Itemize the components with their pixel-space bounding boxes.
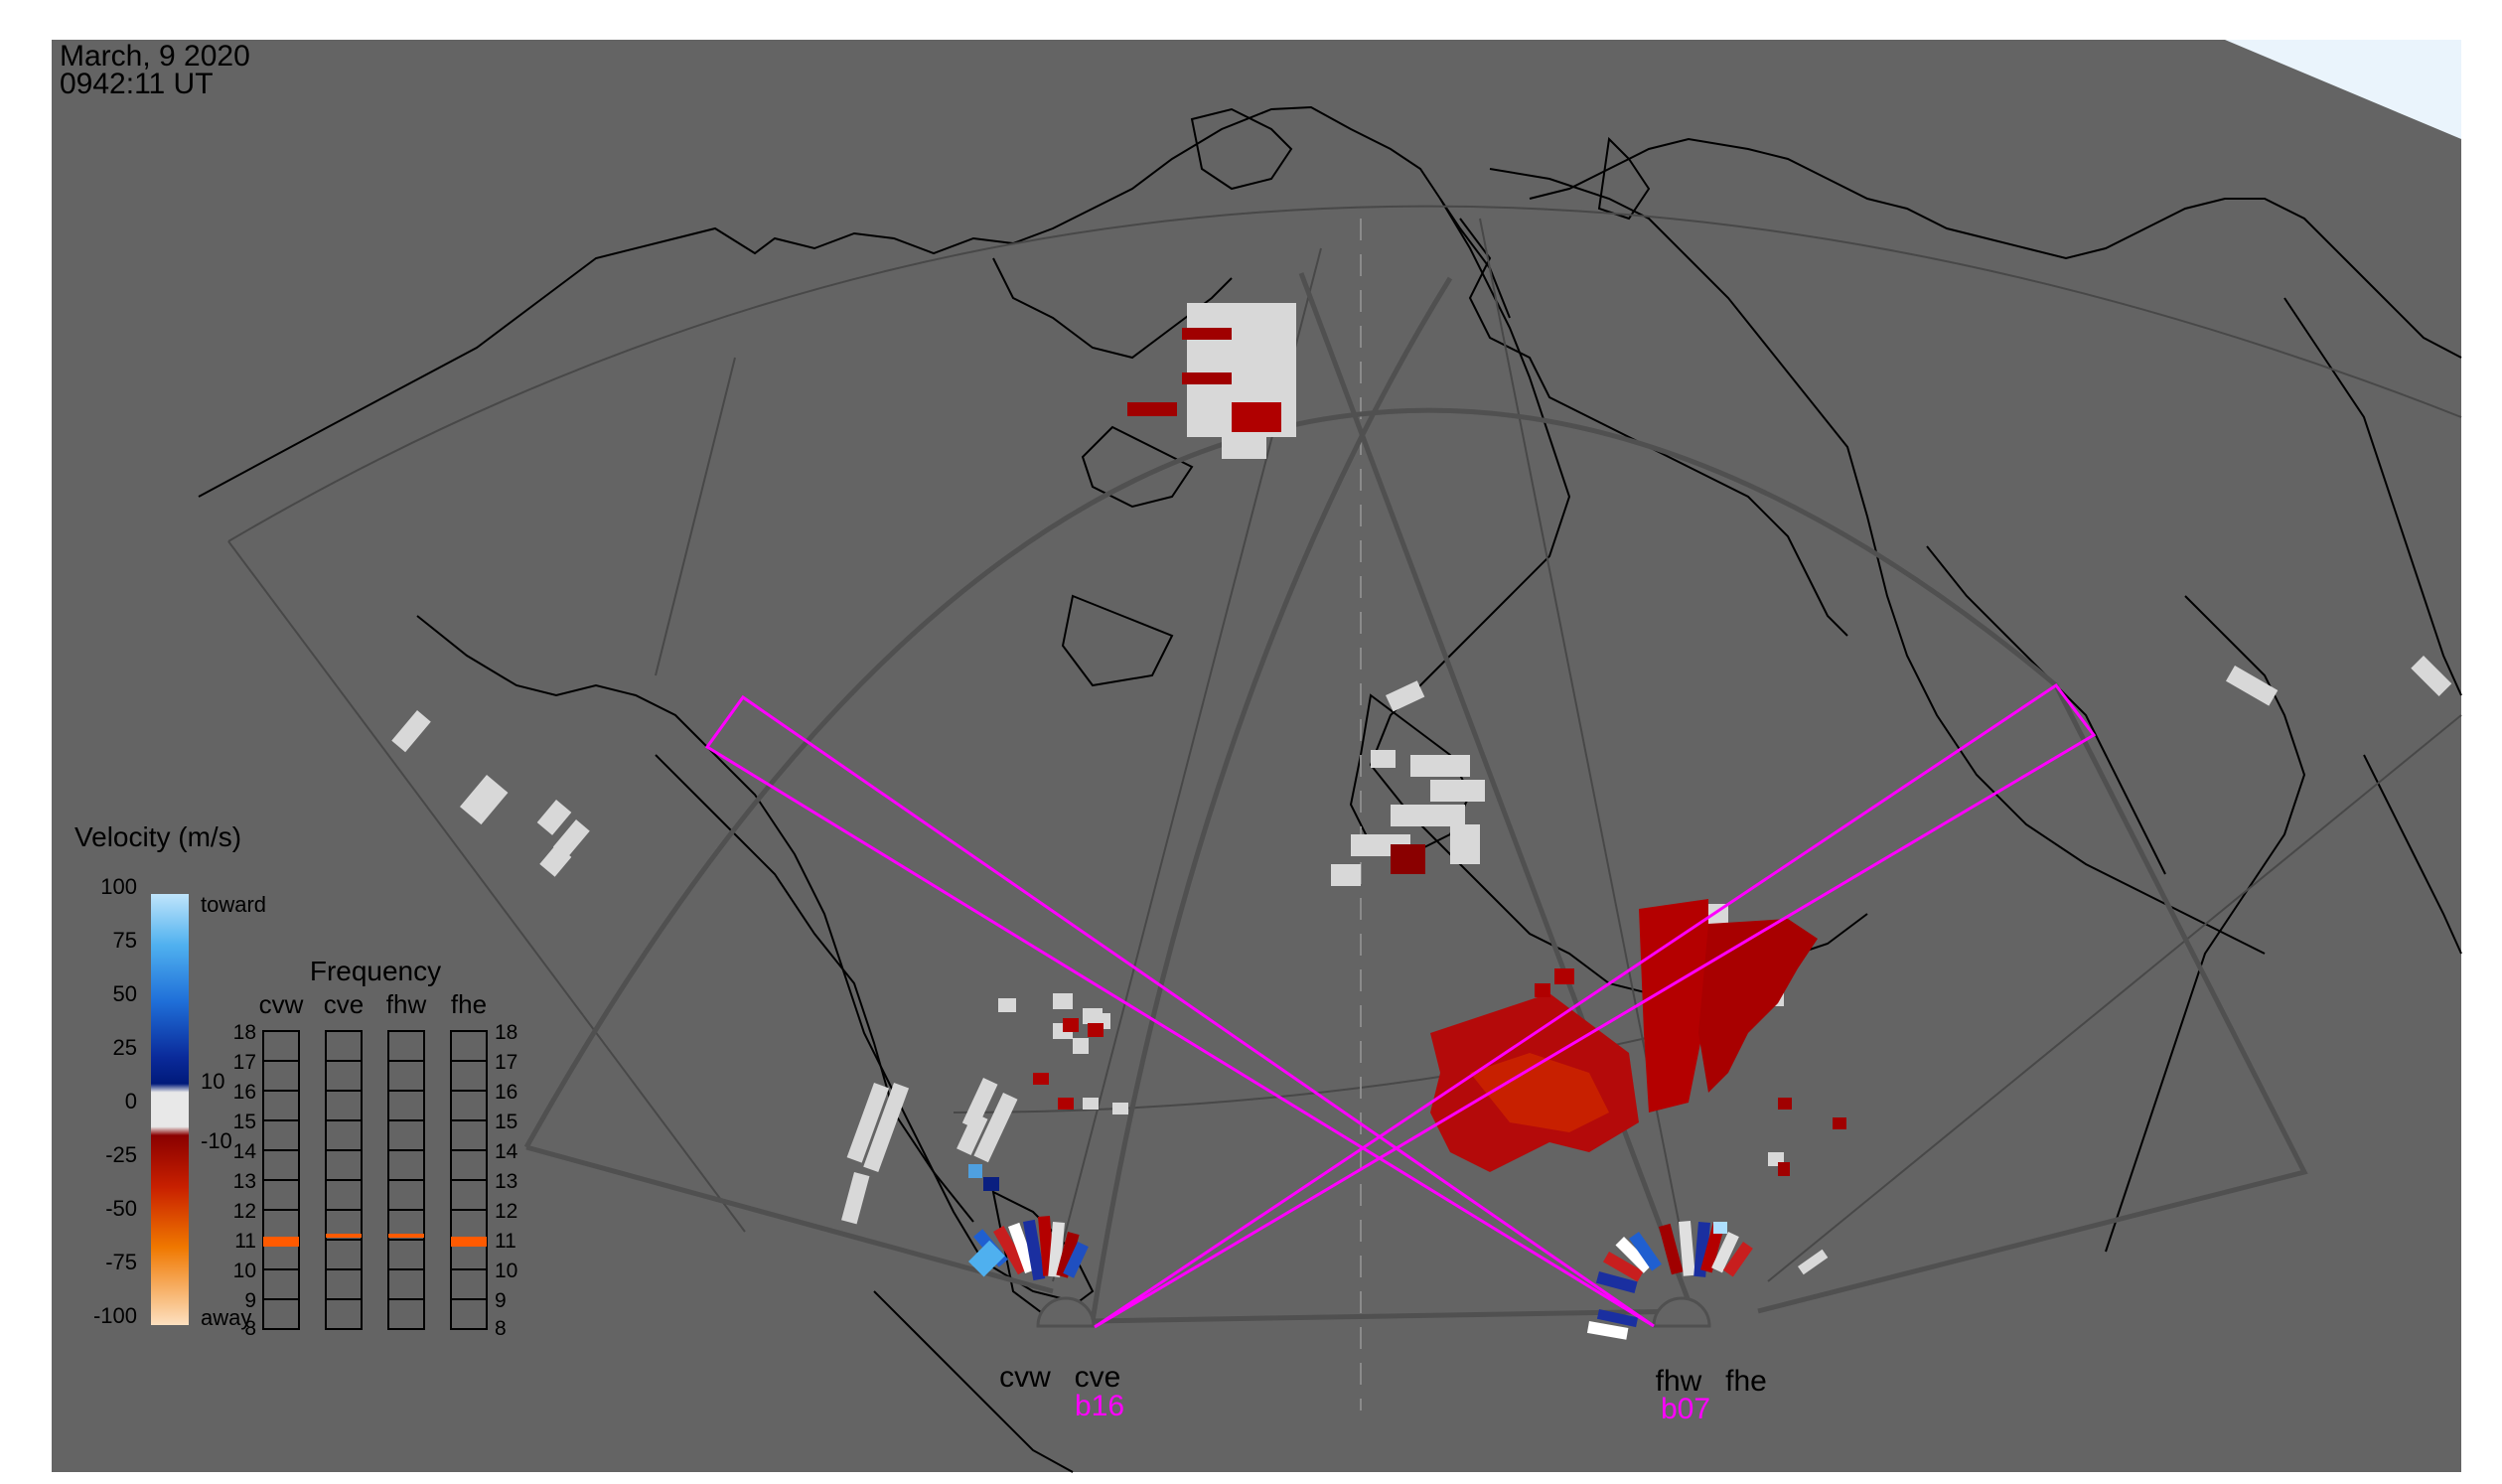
freq-radar-cvw: cvw (259, 989, 304, 1019)
freq-level-right-10: 10 (495, 1260, 517, 1282)
freq-marker-cvw (263, 1237, 299, 1247)
freq-level-left-14: 14 (233, 1140, 257, 1163)
velocity-tick-minus50: -50 (105, 1196, 137, 1221)
freq-level-left-11: 11 (234, 1230, 256, 1253)
velocity-tick-75: 75 (113, 928, 137, 953)
freq-level-right-16: 16 (495, 1081, 517, 1104)
freq-level-left-8: 8 (244, 1317, 256, 1340)
freq-marker-fhw (388, 1234, 424, 1238)
velocity-tick-minus10: -10 (201, 1128, 232, 1153)
velocity-tick-minus100: -100 (93, 1303, 137, 1328)
beam-highlight-b07 (704, 694, 1655, 1328)
velocity-legend-title: Velocity (m/s) (74, 821, 241, 852)
freq-level-right-12: 12 (495, 1200, 517, 1223)
site-label-fhw: fhw (1656, 1365, 1702, 1398)
frequency-columns (262, 1030, 488, 1330)
freq-level-right-8: 8 (495, 1317, 507, 1340)
radar-site-fh (1652, 1296, 1711, 1328)
beam-highlight-b16 (1094, 682, 2097, 1329)
radar-site-cv (1036, 1296, 1096, 1328)
map-background (52, 40, 2461, 1472)
away-scatter (1033, 328, 1846, 1176)
velocity-tick-0: 0 (125, 1089, 137, 1113)
freq-level-left-15: 15 (233, 1111, 256, 1133)
freq-level-right-17: 17 (495, 1051, 517, 1074)
velocity-tick-100: 100 (100, 874, 137, 899)
beam-label-b16: b16 (1075, 1390, 1124, 1422)
freq-level-left-12: 12 (233, 1200, 256, 1223)
freq-level-right-15: 15 (495, 1111, 517, 1133)
freq-cell-fhe (450, 1298, 488, 1330)
frequency-panel: Frequency cvw cve fhw fhe 18 17 16 15 14… (233, 956, 518, 1340)
freq-level-right-14: 14 (495, 1140, 518, 1163)
freq-level-left-17: 17 (233, 1051, 256, 1074)
beam-label-b07: b07 (1661, 1393, 1710, 1425)
freq-marker-cve (326, 1234, 362, 1238)
velocity-tick-minus75: -75 (105, 1250, 137, 1274)
velocity-colorbar (151, 894, 189, 1325)
freq-level-left-10: 10 (233, 1260, 256, 1282)
site-label-cvw: cvw (999, 1361, 1051, 1394)
coastlines (198, 105, 2462, 1473)
site-label-fhe: fhe (1725, 1365, 1767, 1398)
freq-level-left-9: 9 (244, 1289, 256, 1312)
freq-radar-fhe: fhe (451, 989, 487, 1019)
site-label-cve: cve (1075, 1361, 1121, 1394)
velocity-toward-label: toward (201, 892, 266, 917)
frequency-title: Frequency (310, 956, 441, 986)
freq-radar-fhw: fhw (386, 989, 427, 1019)
freq-level-left-13: 13 (233, 1170, 256, 1193)
freq-cell-cve (325, 1298, 363, 1330)
freq-marker-fhe (451, 1237, 487, 1247)
freq-level-right-11: 11 (495, 1230, 516, 1253)
sky-corner (2225, 40, 2461, 139)
radar-fan-cv (967, 1164, 1089, 1281)
velocity-tick-25: 25 (113, 1035, 137, 1060)
freq-level-right-18: 18 (495, 1021, 517, 1044)
freq-cell-cvw (262, 1298, 300, 1330)
velocity-tick-50: 50 (113, 981, 137, 1006)
freq-radar-cve: cve (324, 989, 364, 1019)
freq-level-right-13: 13 (495, 1170, 517, 1193)
freq-level-right-9: 9 (495, 1289, 507, 1312)
velocity-tick-10: 10 (201, 1069, 224, 1094)
freq-level-left-18: 18 (233, 1021, 256, 1044)
velocity-legend: Velocity (m/s) 100 75 50 25 0 -25 -50 -7 (74, 821, 266, 1330)
freq-level-left-16: 16 (233, 1081, 256, 1104)
velocity-away-label: away (201, 1305, 251, 1330)
time-label: 0942:11 UT (60, 68, 214, 100)
date-label: March, 9 2020 (60, 40, 250, 73)
frequency-marks (263, 1234, 487, 1247)
freq-cell-fhw (387, 1298, 425, 1330)
radar-fan-fh (1586, 1220, 1753, 1340)
velocity-tick-minus25: -25 (105, 1142, 137, 1167)
